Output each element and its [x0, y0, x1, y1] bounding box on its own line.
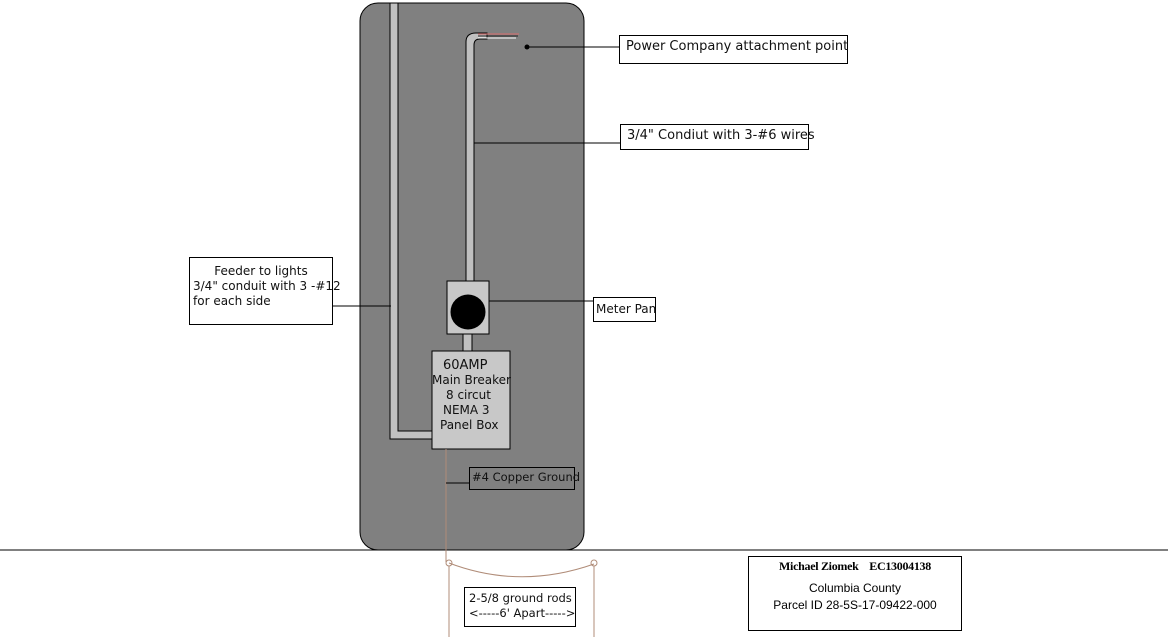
panel-line-box: Panel Box: [440, 418, 499, 432]
label-power-company: Power Company attachment point: [619, 35, 848, 64]
panel-line-breaker: Main Breaker: [432, 373, 511, 387]
label-copper-ground: #4 Copper Ground: [469, 467, 580, 490]
label-feeder: Feeder to lights 3/4" conduit with 3 -#1…: [189, 257, 341, 325]
panel-line-circuits: 8 circut: [446, 388, 491, 402]
ground-bond-wire: [448, 562, 595, 578]
label-meter-pan: Meter Pan: [593, 297, 656, 322]
feeder-line-2: 3/4" conduit with 3 -#12: [193, 279, 341, 293]
panel-box: [431, 350, 511, 450]
label-ground-rods: 2-5/8 ground rods <-----6' Apart----->: [464, 587, 576, 627]
feeder-line-3: for each side: [193, 294, 271, 308]
title-block: Michael Ziomek EC13004138 Columbia Count…: [748, 556, 962, 631]
title-block-parcel: Parcel ID 28-5S-17-09422-000: [773, 598, 937, 612]
meter-panel-nipple: [462, 333, 473, 352]
service-conduit: [465, 32, 488, 283]
attachment-point: [524, 44, 530, 50]
title-block-name: Michael Ziomek EC13004138: [779, 559, 931, 573]
panel-box-text: 60AMP Main Breaker 8 circut NEMA 3 Panel…: [432, 358, 511, 433]
ground-rod-clamp-right: [590, 559, 598, 567]
meter-pan-socket: [450, 294, 486, 330]
panel-line-amp: 60AMP: [443, 358, 488, 373]
ground-rods-line-2: <-----6' Apart----->: [469, 606, 576, 620]
feeder-line-1: Feeder to lights: [214, 264, 308, 278]
title-block-county: Columbia County: [808, 581, 902, 595]
panel-line-nema: NEMA 3: [443, 403, 490, 417]
ground-rods-line-1: 2-5/8 ground rods: [469, 591, 572, 605]
label-conduit: 3/4" Condiut with 3-#6 wires: [620, 124, 815, 150]
